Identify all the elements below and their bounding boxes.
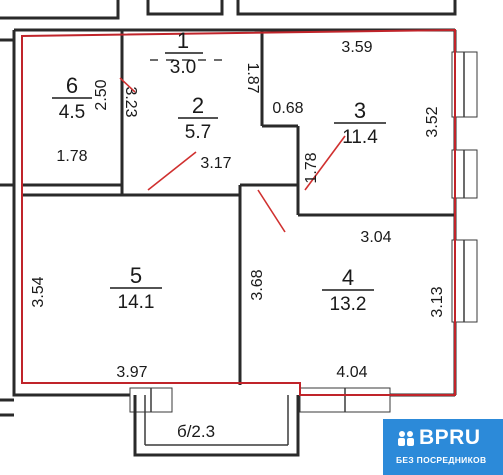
apartment-outline bbox=[21, 28, 456, 396]
dim-3-13: 3.13 bbox=[429, 286, 446, 317]
dim-3-17: 3.17 bbox=[200, 155, 231, 172]
dimension-labels: 3.59 3.52 2.50 3.23 1.87 0.68 1.78 1.78 … bbox=[30, 39, 446, 381]
people-icon bbox=[398, 431, 414, 446]
room-4-number: 4 bbox=[342, 265, 354, 290]
dim-2-50: 2.50 bbox=[93, 79, 110, 110]
balcony bbox=[133, 395, 300, 457]
dim-3-04: 3.04 bbox=[360, 229, 391, 246]
room-5-area: 14.1 bbox=[118, 292, 155, 313]
dim-1-87: 1.87 bbox=[244, 62, 261, 93]
dim-3-68: 3.68 bbox=[249, 269, 266, 300]
room-5-number: 5 bbox=[130, 263, 142, 288]
room-labels: 1 3.0 2 5.7 3 11.4 4 13.2 5 14.1 6 4.5 bbox=[52, 28, 386, 315]
room-6-number: 6 bbox=[66, 73, 78, 98]
dim-3-59: 3.59 bbox=[341, 39, 372, 56]
dim-3-52: 3.52 bbox=[424, 106, 441, 137]
windows bbox=[129, 51, 478, 413]
room-1-number: 1 bbox=[177, 28, 189, 53]
dim-3-54: 3.54 bbox=[30, 276, 47, 307]
dim-4-04: 4.04 bbox=[336, 364, 367, 381]
dim-0-68: 0.68 bbox=[272, 100, 303, 117]
dim-3-97: 3.97 bbox=[116, 364, 147, 381]
room-4-area: 13.2 bbox=[330, 294, 367, 315]
logo-tagline: БЕЗ ПОСРЕДНИКОВ bbox=[396, 455, 487, 465]
room-3-area: 11.4 bbox=[342, 127, 378, 148]
dim-1-78-left: 1.78 bbox=[56, 148, 87, 165]
dim-3-23: 3.23 bbox=[122, 86, 139, 117]
dim-1-78-door: 1.78 bbox=[303, 152, 320, 183]
room-1-area: 3.0 bbox=[170, 57, 196, 78]
exterior-walls bbox=[12, 28, 457, 397]
room-6-area: 4.5 bbox=[59, 102, 85, 123]
interior-walls bbox=[22, 30, 455, 385]
room-2-area: 5.7 bbox=[185, 122, 211, 143]
bpru-logo: BPRU БЕЗ ПОСРЕДНИКОВ bbox=[383, 419, 503, 475]
room-3-number: 3 bbox=[354, 98, 366, 123]
balcony-label: б/2.3 bbox=[177, 422, 215, 441]
room-2-number: 2 bbox=[192, 93, 204, 118]
door-swings bbox=[119, 77, 346, 233]
adjacent-structures bbox=[0, 0, 457, 417]
logo-brand: BPRU bbox=[419, 426, 481, 449]
